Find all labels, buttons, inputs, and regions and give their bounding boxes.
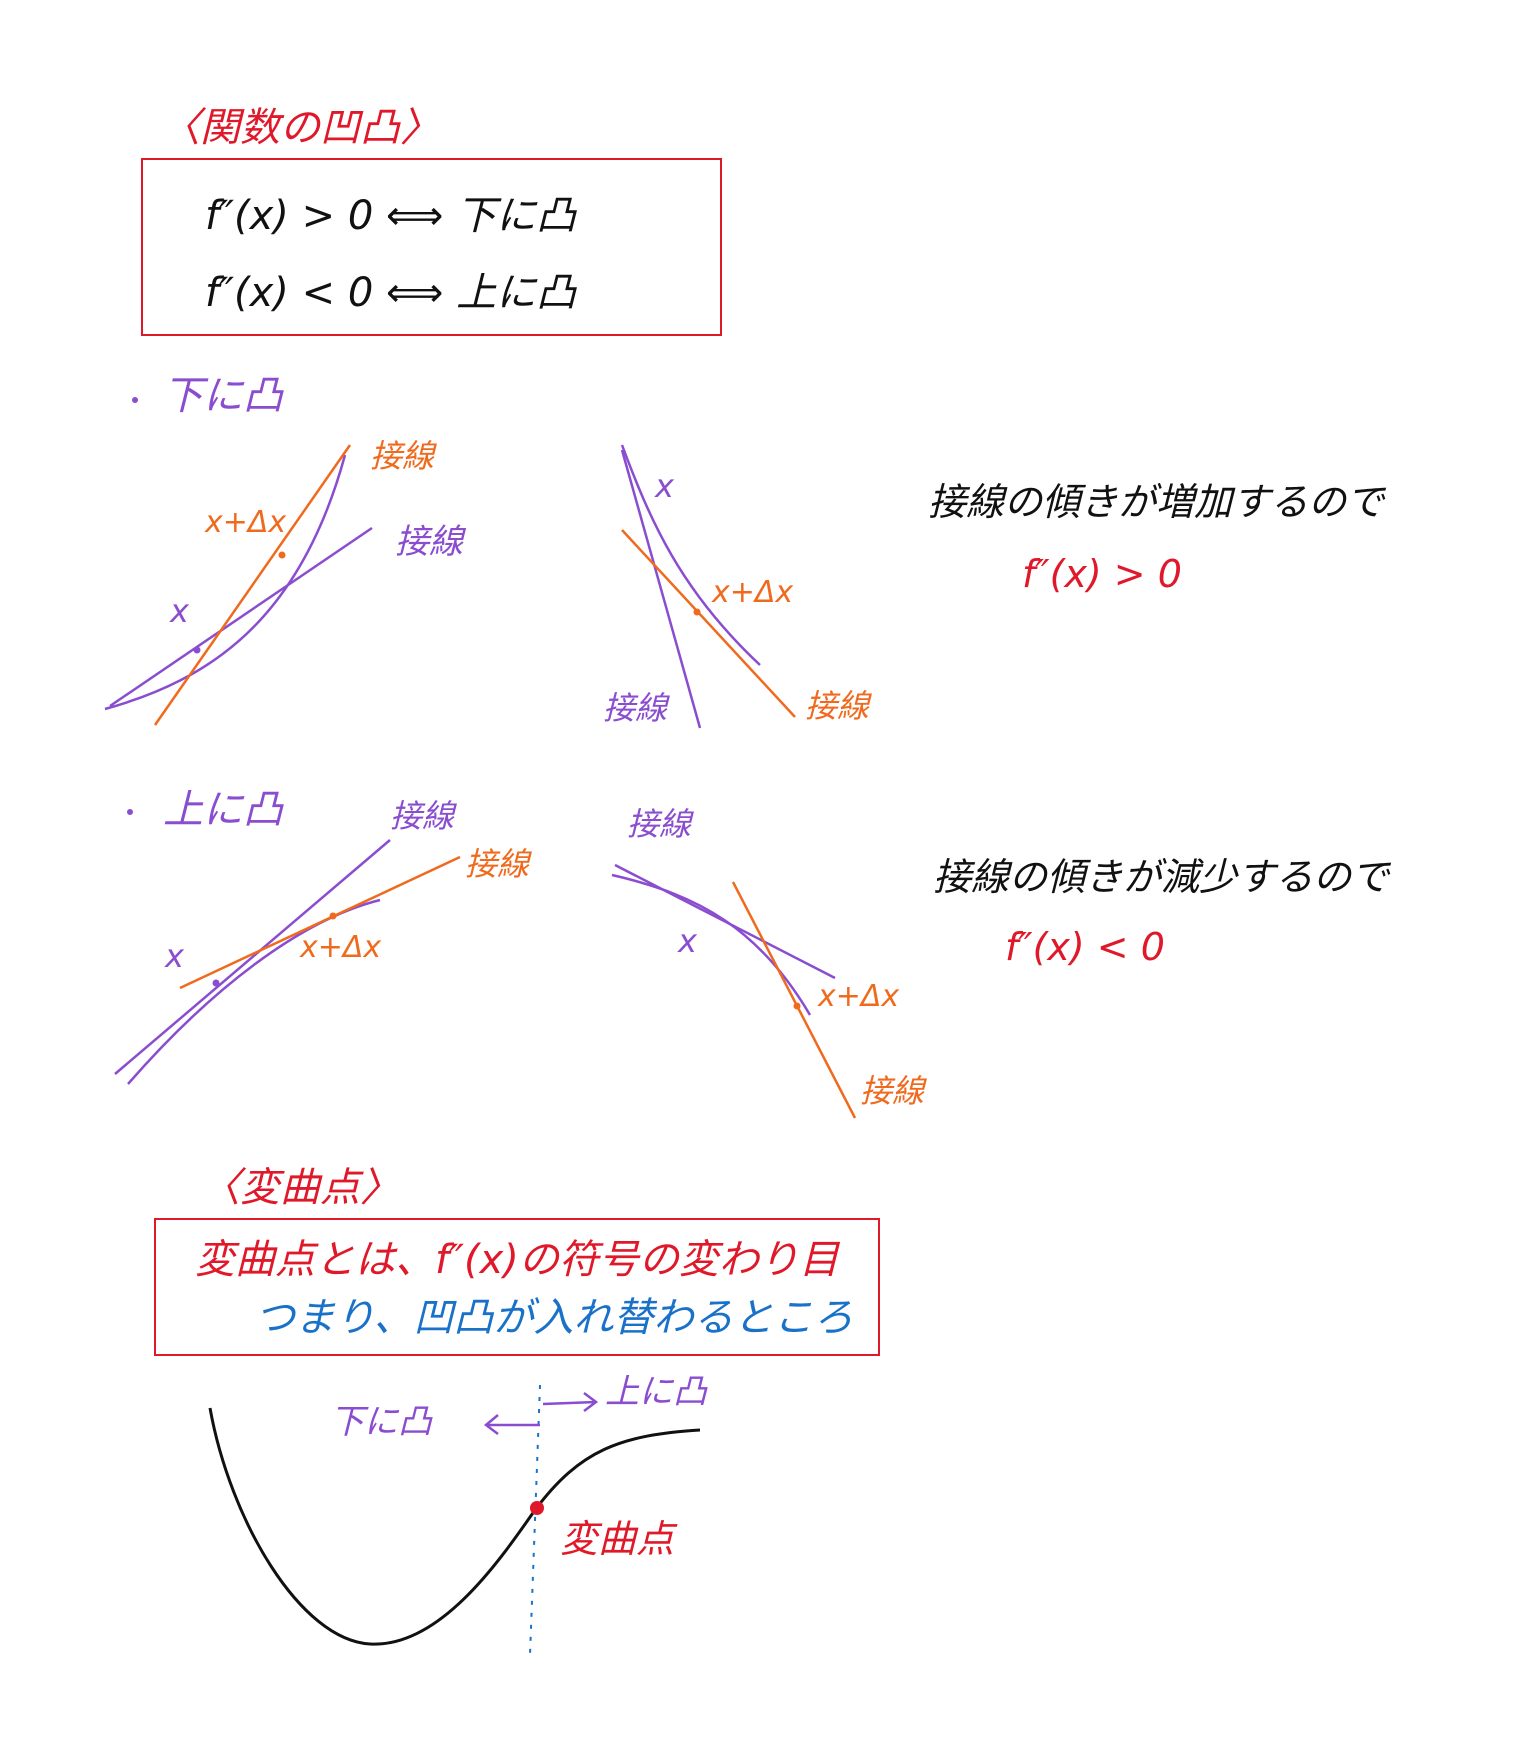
convex-up-left-point-xdx xyxy=(329,912,337,920)
inflection-dotted-line xyxy=(529,1384,541,1656)
convex-down-left-tangent-purple xyxy=(109,526,373,708)
right-arrowhead-icon xyxy=(583,1392,599,1412)
convex-up-left-x-label: x xyxy=(165,937,184,975)
convex-down-left-tangent-orange xyxy=(153,444,352,726)
convex-down-right-tangent-purple xyxy=(620,449,702,729)
convex-up-left-tangent-orange xyxy=(179,855,461,990)
convex-down-left-xdx-label: x+Δx xyxy=(205,505,287,540)
right-arrow-shaft xyxy=(542,1400,597,1406)
inflection-curve xyxy=(208,1407,701,1646)
convex-up-result: f″(x) < 0 xyxy=(1005,925,1165,969)
convex-down-heading: 下に凸 xyxy=(163,373,283,419)
convex-down-note: 接線の傾きが増加するので xyxy=(928,480,1385,524)
convex-down-right-tangent-orange-label: 接線 xyxy=(805,687,870,725)
convex-down-left-tangent-purple-label: 接線 xyxy=(395,522,463,562)
convex-up-left-point-x xyxy=(212,979,220,987)
convex-up-right-point-xdx xyxy=(793,1002,801,1010)
convex-down-left-curve xyxy=(104,454,347,711)
convex-up-right-tangent-orange-label: 接線 xyxy=(860,1072,925,1110)
convex-up-heading: 上に凸 xyxy=(163,787,283,833)
convexity-rule-box xyxy=(141,158,722,336)
bullet-dot-2 xyxy=(127,809,133,815)
convex-up-left-curve xyxy=(127,898,381,1085)
convex-down-left-point-xdx xyxy=(278,551,286,559)
inflection-definition-box xyxy=(154,1218,880,1356)
convex-up-note: 接線の傾きが減少するので xyxy=(933,855,1390,899)
convex-up-right-x-label: x xyxy=(678,922,697,960)
convex-up-right-tangent-orange xyxy=(731,881,857,1119)
convex-up-right-xdx-label: x+Δx xyxy=(818,979,900,1014)
convex-up-left-tangent-purple-label: 接線 xyxy=(390,797,455,835)
inflection-restatement: つまり、凹凸が入れ替わるところ xyxy=(255,1295,854,1341)
convex-up-right-curve xyxy=(611,873,812,1016)
inflection-definition: 変曲点とは、f″(x)の符号の変わり目 xyxy=(195,1237,839,1283)
rule-convex-down: f″(x) > 0 ⟺ 下に凸 xyxy=(205,193,577,239)
inflection-point-label: 変曲点 xyxy=(560,1517,675,1561)
convex-down-right-tangent-purple-label: 接線 xyxy=(603,689,668,727)
convex-down-right-xdx-label: x+Δx xyxy=(712,575,794,610)
convex-down-right-curve xyxy=(620,444,761,666)
convex-down-left-point-x xyxy=(193,646,201,654)
convex-up-right-tangent-purple xyxy=(614,863,836,980)
convex-up-right-tangent-purple-label: 接線 xyxy=(627,805,692,843)
bullet-dot-1 xyxy=(132,397,138,403)
convex-up-left-tangent-orange-label: 接線 xyxy=(465,845,530,883)
convex-down-right-tangent-orange xyxy=(621,529,796,718)
convex-up-left-xdx-label: x+Δx xyxy=(300,930,382,965)
convex-down-left-x-label: x xyxy=(170,592,189,630)
section1-title: 〈関数の凹凸〉 xyxy=(160,105,440,151)
convex-down-left-tangent-orange-label: 接線 xyxy=(370,437,435,475)
convex-down-right-point-xdx xyxy=(693,608,701,616)
convex-down-result: f″(x) > 0 xyxy=(1022,552,1182,596)
right-convex-up-label: 上に凸 xyxy=(605,1372,707,1412)
left-convex-down-label: 下に凸 xyxy=(330,1402,432,1442)
convex-down-right-x-label: x xyxy=(655,467,674,505)
inflection-point xyxy=(530,1501,544,1515)
convex-up-left-tangent-purple xyxy=(114,839,391,1075)
rule-convex-up: f″(x) < 0 ⟺ 上に凸 xyxy=(205,270,577,316)
left-arrowhead-icon xyxy=(483,1414,499,1435)
section2-title: 〈変曲点〉 xyxy=(200,1165,400,1211)
